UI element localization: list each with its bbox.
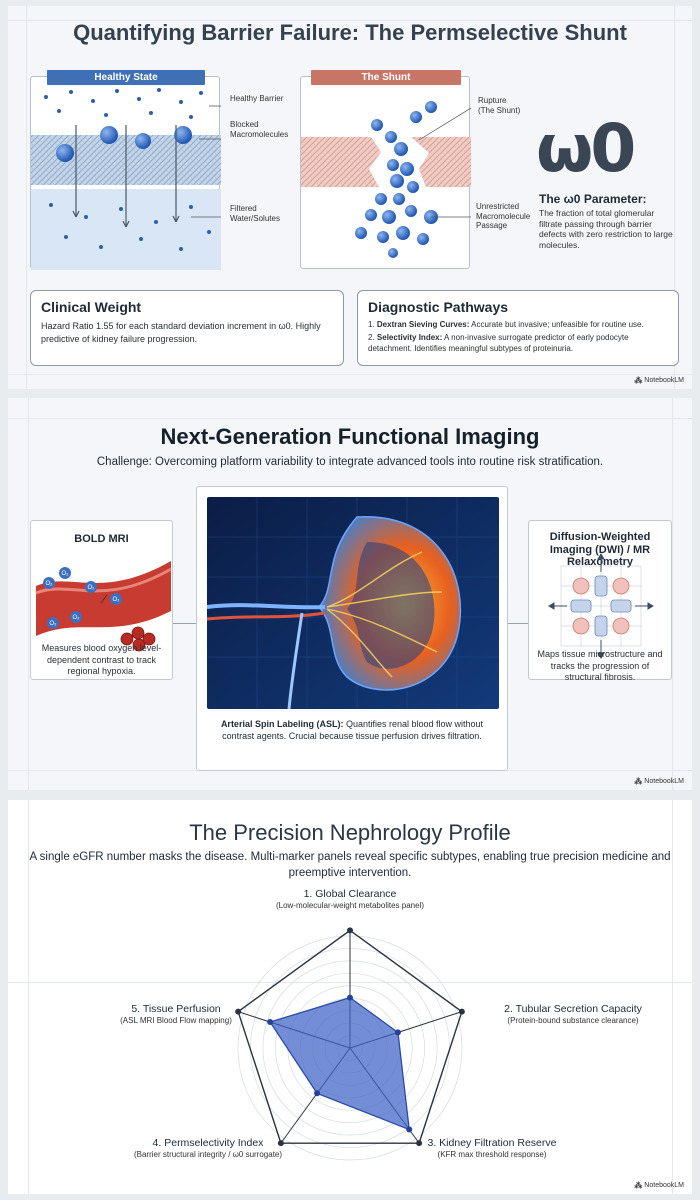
radar-axis-label: 1. Global Clearance: [304, 888, 397, 900]
healthy-state-panel: Healthy State: [30, 70, 221, 270]
bold-mri-card: BOLD MRI O₂ O₂ O₂ O₂ O₂ O₂ Measures bloo…: [30, 520, 173, 680]
dwi-card: Diffusion-Weighted Imaging (DWI) / MR Re…: [528, 520, 672, 682]
radar-axis-sublabel: (Barrier structural integrity / ω0 surro…: [134, 1150, 282, 1159]
tissue-microstructure-illustration: [548, 553, 654, 659]
radar-data-point: [406, 1126, 413, 1133]
svg-text:O₂: O₂: [73, 615, 81, 621]
notebook-icon: ⁂: [634, 1181, 643, 1190]
svg-text:O₂: O₂: [113, 597, 121, 603]
radar-data-point: [267, 1019, 274, 1026]
connector-line: [173, 623, 196, 624]
healthy-state-tag: Healthy State: [47, 70, 205, 85]
blocked-macromolecules-callout: Blocked Macromolecules: [230, 120, 289, 139]
radar-vertex: [277, 1140, 284, 1147]
bold-mri-title: BOLD MRI: [74, 533, 129, 545]
omega-zero-symbol: ω0: [536, 110, 636, 187]
shunt-tag: The Shunt: [311, 70, 461, 85]
brand-mark: ⁂NotebookLM: [634, 376, 684, 385]
connector-line: [508, 623, 528, 624]
filtered-water-callout: Filtered Water/Solutes: [230, 204, 280, 223]
radar-vertex: [416, 1140, 423, 1147]
bold-mri-description: Measures blood oxygen level-dependent co…: [41, 643, 162, 677]
rupture-callout: Rupture (The Shunt): [478, 96, 521, 115]
radar-vertex: [458, 1008, 465, 1015]
diagnostic-pathways-title: Diagnostic Pathways: [368, 299, 509, 315]
svg-text:O₂: O₂: [50, 621, 58, 627]
diagnostic-item: 2. Selectivity Index: A non-invasive sur…: [368, 332, 629, 353]
radar-data-point: [394, 1029, 401, 1036]
kidney-svg: [207, 497, 499, 709]
notebook-icon: ⁂: [634, 376, 643, 385]
slide-functional-imaging: Next-Generation Functional Imaging Chall…: [8, 398, 692, 790]
notebook-icon: ⁂: [634, 777, 643, 786]
brand-mark: ⁂NotebookLM: [634, 1181, 684, 1190]
slide-permselective-shunt: Quantifying Barrier Failure: The Permsel…: [8, 6, 692, 389]
asl-description: Arterial Spin Labeling (ASL): Quantifies…: [220, 719, 484, 741]
radar-chart: 1. Global Clearance(Low-molecular-weight…: [120, 888, 643, 1161]
radar-outline: [237, 929, 463, 1144]
slide-title: Next-Generation Functional Imaging: [160, 424, 540, 449]
radar-data-point: [347, 994, 353, 1001]
healthy-barrier-callout: Healthy Barrier: [230, 94, 284, 103]
svg-text:O₂: O₂: [46, 581, 54, 587]
healthy-barrier-illustration: [31, 88, 221, 270]
brand-mark: ⁂NotebookLM: [634, 777, 684, 786]
radar-axis-sublabel: (ASL MRI Blood Flow mapping): [120, 1016, 232, 1025]
radar-axis-label: 3. Kidney Filtration Reserve: [428, 1137, 557, 1149]
clinical-weight-text: Hazard Ratio 1.55 for each standard devi…: [41, 321, 321, 344]
radar-axis-label: 4. Permselectivity Index: [153, 1137, 265, 1149]
shunt-panel: The Shunt: [300, 70, 471, 269]
clinical-weight-card: Clinical Weight Hazard Ratio 1.55 for ea…: [30, 290, 344, 366]
omega-parameter-heading: The ω0 Parameter:: [539, 192, 647, 206]
radar-series-area: [269, 996, 411, 1131]
dwi-description: Maps tissue microstructure and tracks th…: [537, 649, 663, 683]
shunt-illustration: [301, 101, 471, 258]
blood-vessel-illustration: O₂ O₂ O₂ O₂ O₂ O₂: [35, 561, 172, 652]
radar-axis-sublabel: (KFR max threshold response): [438, 1150, 547, 1159]
asl-card: Arterial Spin Labeling (ASL): Quantifies…: [196, 486, 508, 771]
radar-data-point: [314, 1090, 321, 1097]
unrestricted-passage-callout: Unrestricted Macromolecule Passage: [476, 202, 531, 231]
radar-axis-sublabel: (Protein-bound substance clearance): [507, 1016, 639, 1025]
radar-axis-sublabel: (Low-molecular-weight metabolites panel): [276, 901, 424, 910]
slide-subtitle: A single eGFR number masks the disease. …: [29, 851, 671, 879]
svg-text:O₂: O₂: [62, 571, 70, 577]
radar-axis-label: 5. Tissue Perfusion: [131, 1003, 220, 1015]
clinical-weight-title: Clinical Weight: [41, 299, 142, 315]
diagnostic-pathways-card: Diagnostic Pathways 1. Dextran Sieving C…: [357, 290, 679, 366]
radar-axis-label: 2. Tubular Secretion Capacity: [504, 1003, 642, 1015]
slide-subtitle: Challenge: Overcoming platform variabili…: [96, 456, 604, 468]
slide-precision-profile: The Precision Nephrology Profile A singl…: [8, 800, 692, 1194]
dwi-title: Diffusion-Weighted Imaging (DWI) / MR Re…: [549, 531, 651, 569]
svg-text:O₂: O₂: [88, 585, 96, 591]
slide-title: The Precision Nephrology Profile: [189, 820, 511, 845]
radar-vertex: [235, 1008, 242, 1015]
slide-title: Quantifying Barrier Failure: The Permsel…: [73, 20, 627, 45]
omega-parameter-description: The fraction of total glomerular filtrat…: [539, 208, 673, 250]
radar-vertex: [347, 927, 353, 934]
kidney-illustration: [207, 497, 499, 709]
diagnostic-item: 1. Dextran Sieving Curves: Accurate but …: [368, 320, 644, 329]
